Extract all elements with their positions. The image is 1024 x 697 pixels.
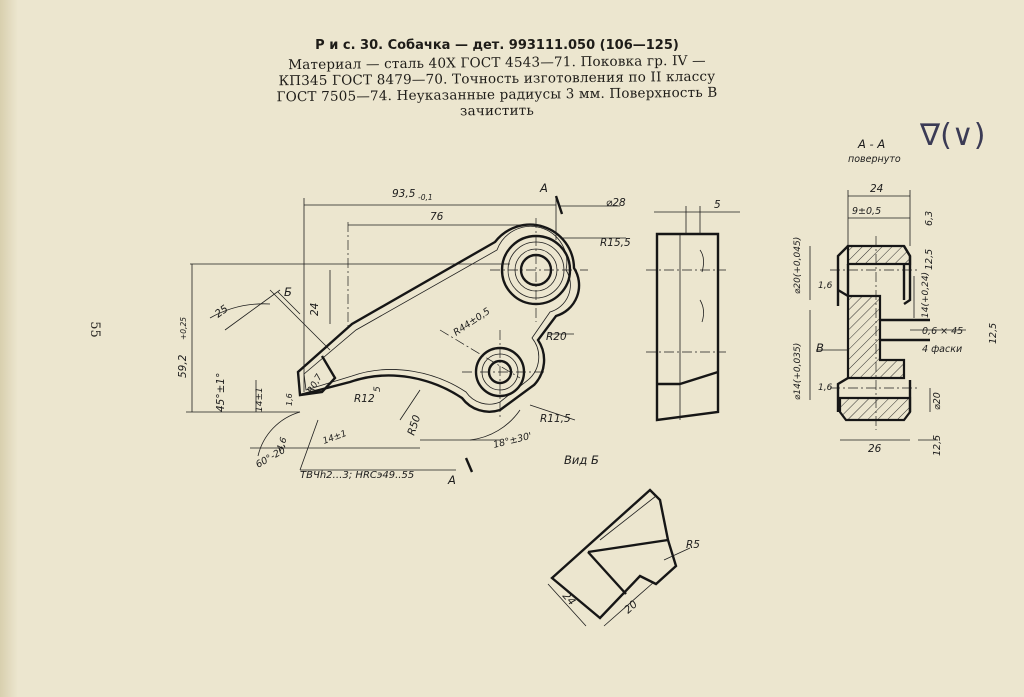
leader-r5 xyxy=(663,547,691,561)
section-mark-a-top xyxy=(554,195,564,215)
dim-59-2: 59,2 xyxy=(177,354,189,378)
side-curve-1 xyxy=(699,249,704,273)
dim-76: 76 xyxy=(430,211,444,223)
dim-r44: R44±0,5 xyxy=(452,306,493,338)
side-step xyxy=(679,370,719,386)
surface-b-label: В xyxy=(816,341,824,355)
dim-r50: R50 xyxy=(405,413,423,437)
dim-24: 24 xyxy=(309,303,321,316)
dim-arc-45 xyxy=(209,303,271,319)
section-aa-subtitle: повернуто xyxy=(848,154,901,165)
sec-dim-d20: ⌀20(+0,045) xyxy=(793,237,803,294)
dim-93-5: 93,5 xyxy=(392,188,416,200)
dim-r15-5: R15,5 xyxy=(600,237,631,249)
handwritten-roughness-mark: ∇(∨) xyxy=(919,118,985,153)
view-arrow-b xyxy=(277,291,301,315)
main-inner-outline xyxy=(303,225,571,405)
sec-dim-12-5-b: 12,5 xyxy=(988,323,999,344)
view-b-24: 24 xyxy=(560,590,578,608)
view-b-inner xyxy=(599,495,657,541)
view-label-b: Б xyxy=(284,285,292,299)
dim-angle-45: 45°±1° xyxy=(215,373,227,412)
sec-dim-chamfer-count: 4 фаски xyxy=(922,344,962,355)
side-view-outline xyxy=(655,232,720,422)
dim-1-6: 1,6 xyxy=(285,393,294,406)
section-label-a-bottom: А xyxy=(447,473,456,487)
dim-d28: ⌀28 xyxy=(606,197,626,209)
section-upper-hatch xyxy=(846,244,912,266)
dim-4-6: 4,6 xyxy=(275,436,289,453)
side-dim-5: 5 xyxy=(714,199,721,211)
sec-dim-1-6-b: 1,6 xyxy=(818,383,833,393)
dim-line-25 xyxy=(224,289,281,331)
ext-25 xyxy=(269,289,331,351)
sec-dim-14-024: 14(+0,24) xyxy=(921,272,931,318)
side-curve-2 xyxy=(699,299,704,323)
sec-dim-d20-b: ⌀20 xyxy=(932,392,943,410)
sec-dim-1-6-a: 1,6 xyxy=(818,281,833,291)
sec-dim-9: 9±0,5 xyxy=(852,206,881,217)
section-outline xyxy=(836,245,912,412)
dim-r11-5: R11,5 xyxy=(540,413,571,425)
dim-arc-18 xyxy=(469,409,521,441)
sec-dim-d14: ⌀14(+0,035) xyxy=(793,343,803,400)
dim-14-1-b: 14±1 xyxy=(322,429,349,447)
section-mark-a-bottom xyxy=(464,457,474,473)
view-b-outline xyxy=(550,488,678,620)
side-view xyxy=(646,206,740,422)
figure-caption: Р и с. 30. Собачка — дет. 993111.050 (10… xyxy=(262,38,732,119)
dim-93-5-tol: -0,1 xyxy=(418,193,433,202)
dim-5: 5 xyxy=(373,386,383,392)
view-b-edge-2 xyxy=(587,551,627,595)
section-lower-hatch xyxy=(838,396,912,422)
view-b xyxy=(547,488,691,627)
section-aa xyxy=(809,190,966,441)
dim-angle-18: 18°±30' xyxy=(492,431,533,451)
tip-detail xyxy=(299,355,337,397)
sec-dim-24: 24 xyxy=(870,183,883,195)
dim-25: 25 xyxy=(213,303,231,321)
view-b-dim-24 xyxy=(547,583,587,627)
section-aa-title: А - А xyxy=(857,137,885,151)
leader-r50 xyxy=(399,389,421,421)
view-b-edge-1 xyxy=(587,538,669,554)
dim-r12: R12 xyxy=(354,393,375,405)
sec-dim-26: 26 xyxy=(868,443,882,455)
sec-dim-chamfer: 0,6 × 45 xyxy=(922,326,963,337)
hardening-note: ТВЧh2…3; HRCэ49..55 xyxy=(300,470,414,481)
dim-arc-60 xyxy=(257,411,301,457)
page-spine-shadow xyxy=(0,0,18,697)
sec-dim-12-5-c: 12,5 xyxy=(932,435,943,456)
view-b-20: 20 xyxy=(622,598,640,616)
leader-hardening-arrow xyxy=(299,419,319,471)
view-b-dim-20 xyxy=(603,581,655,627)
view-b-title: Вид Б xyxy=(564,453,599,467)
r44-arc-line xyxy=(439,329,521,379)
main-outline xyxy=(296,223,581,413)
view-b-r5: R5 xyxy=(686,539,700,551)
dim-r20: R20 xyxy=(546,331,567,343)
leader-r11 xyxy=(529,404,576,421)
dim-59-2-tol: +0,25 xyxy=(179,317,188,340)
main-view xyxy=(186,195,626,473)
section-label-a-top: А xyxy=(539,181,548,195)
figure-title: Р и с. 30. Собачка — дет. 993111.050 (10… xyxy=(315,38,679,53)
dim-14-1: 14±1 xyxy=(255,387,265,412)
sec-dim-12-5-a: 12,5 xyxy=(924,249,935,270)
sec-dim-6-3: 6,3 xyxy=(924,211,935,226)
